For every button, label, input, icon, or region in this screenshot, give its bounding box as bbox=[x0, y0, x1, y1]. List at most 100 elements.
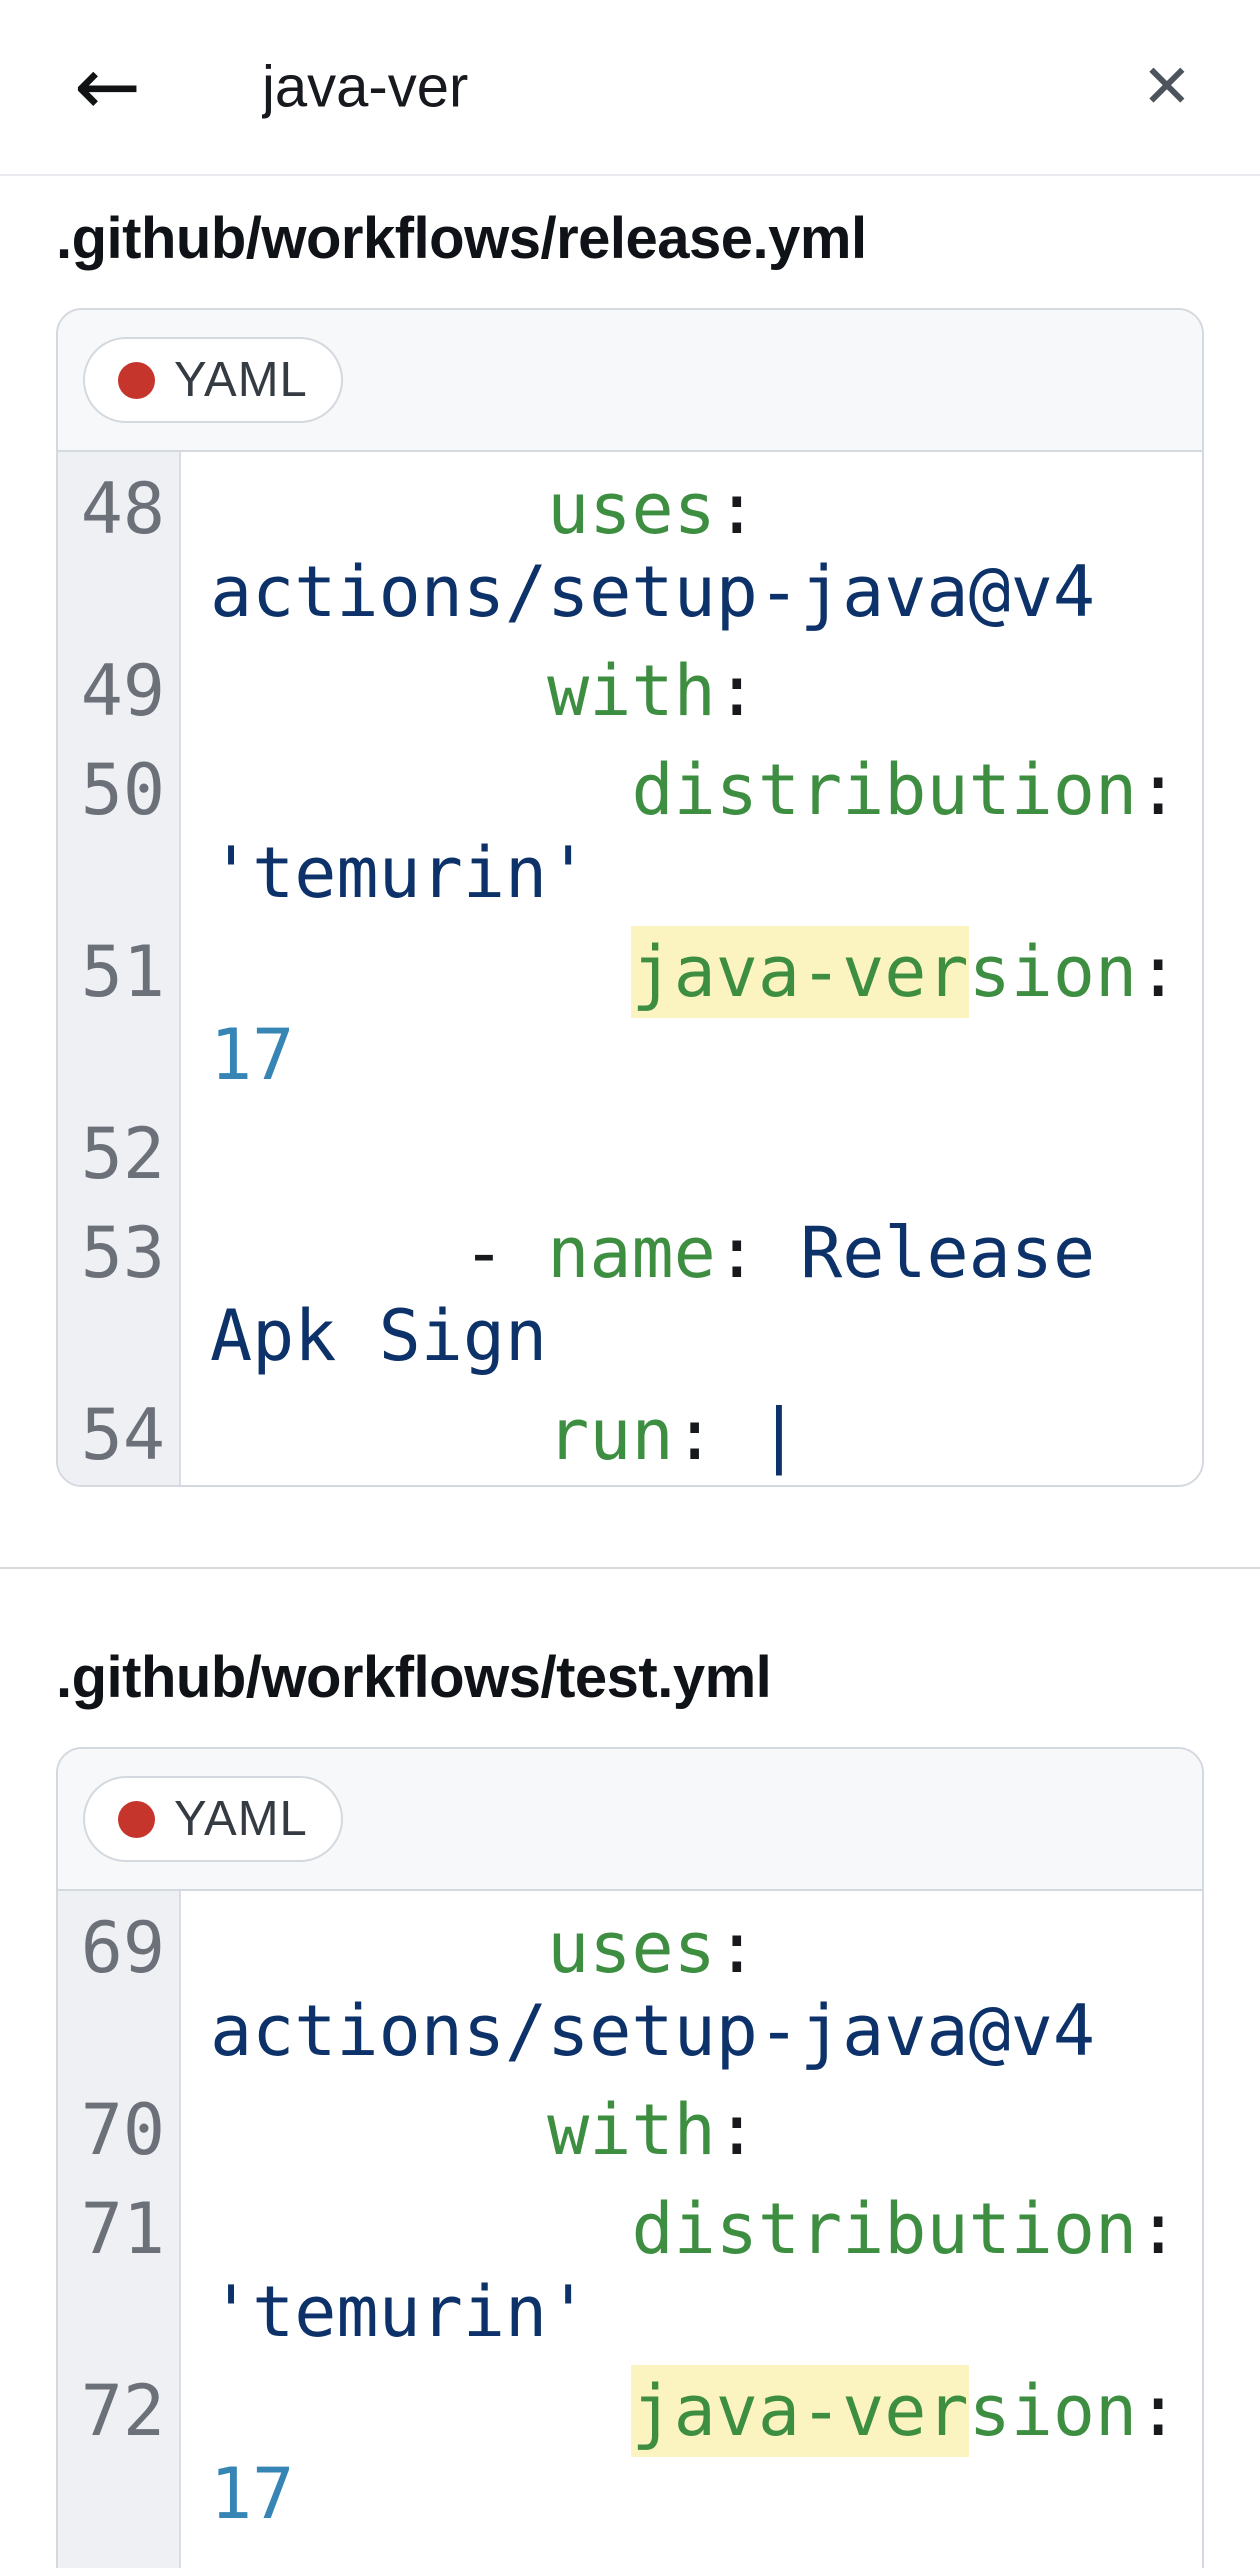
code-line-content: run: | bbox=[179, 1394, 1202, 1477]
line-number: 52 bbox=[80, 1113, 165, 1195]
code-token bbox=[1179, 749, 1202, 831]
code-token bbox=[210, 749, 631, 831]
line-number: 70 bbox=[80, 2089, 165, 2171]
code-line-row: 70 with: bbox=[58, 2081, 1202, 2180]
code-line-content: distribution: 'temurin' bbox=[179, 2188, 1202, 2354]
code-token: Release Apk Sign bbox=[210, 1212, 1138, 1377]
code-token: name bbox=[547, 1212, 716, 1294]
search-match-highlight: java-ver bbox=[631, 2365, 969, 2457]
code-token: : bbox=[1137, 2188, 1180, 2270]
code-token: 17 bbox=[210, 1014, 295, 1096]
code-token bbox=[210, 931, 631, 1013]
code-line-row: 72 java-version: 17 bbox=[58, 2362, 1202, 2544]
code-line-row: 53 - name: Release Apk Sign bbox=[58, 1204, 1202, 1386]
code-token bbox=[758, 1212, 800, 1294]
code-token bbox=[210, 1907, 547, 1989]
line-number: 71 bbox=[80, 2188, 165, 2270]
code-line-row: 51 java-version: 17 bbox=[58, 923, 1202, 1105]
code-token: : bbox=[715, 2089, 758, 2171]
code-token: 17 bbox=[210, 2453, 295, 2535]
code-token: with bbox=[547, 2089, 716, 2171]
code-token bbox=[210, 468, 547, 550]
line-number: 72 bbox=[80, 2370, 165, 2452]
code-token: : bbox=[1137, 931, 1180, 1013]
code-token: actions/setup-java@v4 bbox=[210, 551, 1096, 633]
snippet-card-header: YAML bbox=[58, 310, 1202, 452]
line-number: 54 bbox=[80, 1394, 165, 1476]
line-number: 48 bbox=[80, 468, 165, 550]
search-result: .github/workflows/release.yml YAML 48 us… bbox=[56, 208, 1204, 1487]
code-token: : bbox=[673, 1394, 716, 1476]
line-number: 51 bbox=[80, 931, 165, 1013]
code-token: 'temurin' bbox=[210, 832, 590, 914]
language-label: YAML bbox=[174, 1792, 308, 1846]
code-line-row: 52 bbox=[58, 1105, 1202, 1204]
code-token: sion bbox=[968, 2370, 1138, 2452]
close-icon[interactable]: ✕ bbox=[1141, 52, 1192, 122]
result-file-path[interactable]: .github/workflows/test.yml bbox=[56, 1645, 772, 1710]
line-number: 53 bbox=[80, 1212, 165, 1294]
code-line-row: 49 with: bbox=[58, 642, 1202, 741]
search-results: .github/workflows/release.yml YAML 48 us… bbox=[0, 208, 1260, 2568]
code-token: : bbox=[715, 468, 758, 550]
code-token: distribution bbox=[631, 749, 1138, 831]
code-token: uses bbox=[547, 1907, 716, 1989]
code-line-content: uses: actions/setup-java@v4 bbox=[179, 1907, 1202, 2073]
result-file-path[interactable]: .github/workflows/release.yml bbox=[56, 206, 867, 271]
code-token bbox=[505, 1212, 547, 1294]
code-token: | bbox=[757, 1394, 801, 1476]
code-token bbox=[1179, 2188, 1202, 2270]
code-token: uses bbox=[547, 468, 716, 550]
search-result: .github/workflows/test.yml YAML 69 uses:… bbox=[56, 1647, 1204, 2568]
search-topbar: ← ✕ bbox=[0, 0, 1260, 176]
code-token bbox=[210, 1113, 252, 1195]
code-line-row: 48 uses: actions/setup-java@v4 bbox=[58, 460, 1202, 642]
back-arrow-icon[interactable]: ← bbox=[74, 40, 142, 133]
code-token: - bbox=[462, 1212, 506, 1294]
code-line-row: 50 distribution: 'temurin' bbox=[58, 741, 1202, 923]
code-token bbox=[210, 1212, 463, 1294]
code-token: run bbox=[547, 1394, 674, 1476]
code-line-content: - name: Release Apk Sign bbox=[179, 1212, 1202, 1378]
code-token bbox=[210, 2188, 631, 2270]
language-dot-icon bbox=[118, 361, 155, 399]
section-divider bbox=[0, 1567, 1260, 1569]
code-line-content: with: bbox=[179, 650, 1202, 733]
code-line-content: java-version: 17 bbox=[179, 926, 1202, 1097]
code-token: : bbox=[1137, 749, 1180, 831]
code-token: : bbox=[715, 1907, 758, 1989]
search-match-highlight: java-ver bbox=[631, 926, 969, 1018]
language-badge: YAML bbox=[83, 1776, 343, 1862]
line-number: 50 bbox=[80, 749, 165, 831]
code-line-content: uses: actions/setup-java@v4 bbox=[179, 468, 1202, 634]
snippet-card-header: YAML bbox=[58, 1749, 1202, 1891]
code-line-row: 54 run: | bbox=[58, 1386, 1202, 1485]
code-token bbox=[1179, 931, 1202, 1013]
line-number: 49 bbox=[80, 650, 165, 732]
code-token bbox=[210, 1394, 547, 1476]
code-line-content bbox=[179, 1113, 1202, 1196]
language-badge: YAML bbox=[83, 337, 343, 423]
code-line-row: 69 uses: actions/setup-java@v4 bbox=[58, 1899, 1202, 2081]
code-token: : bbox=[1137, 2370, 1180, 2452]
code-token bbox=[758, 1907, 800, 1989]
code-token: sion bbox=[968, 931, 1138, 1013]
code-token bbox=[758, 468, 800, 550]
search-input[interactable] bbox=[262, 53, 1022, 121]
code-token: distribution bbox=[631, 2188, 1138, 2270]
code-line-content: with: bbox=[179, 2089, 1202, 2172]
code-line-content: distribution: 'temurin' bbox=[179, 749, 1202, 915]
language-label: YAML bbox=[174, 353, 308, 407]
code-token bbox=[1179, 2370, 1202, 2452]
code-line-row: 71 distribution: 'temurin' bbox=[58, 2180, 1202, 2362]
code-token bbox=[210, 650, 547, 732]
code-token bbox=[210, 2089, 547, 2171]
code-token bbox=[210, 2370, 631, 2452]
code-token: with bbox=[547, 650, 716, 732]
code-token bbox=[716, 1394, 758, 1476]
code-token: 'temurin' bbox=[210, 2271, 590, 2353]
